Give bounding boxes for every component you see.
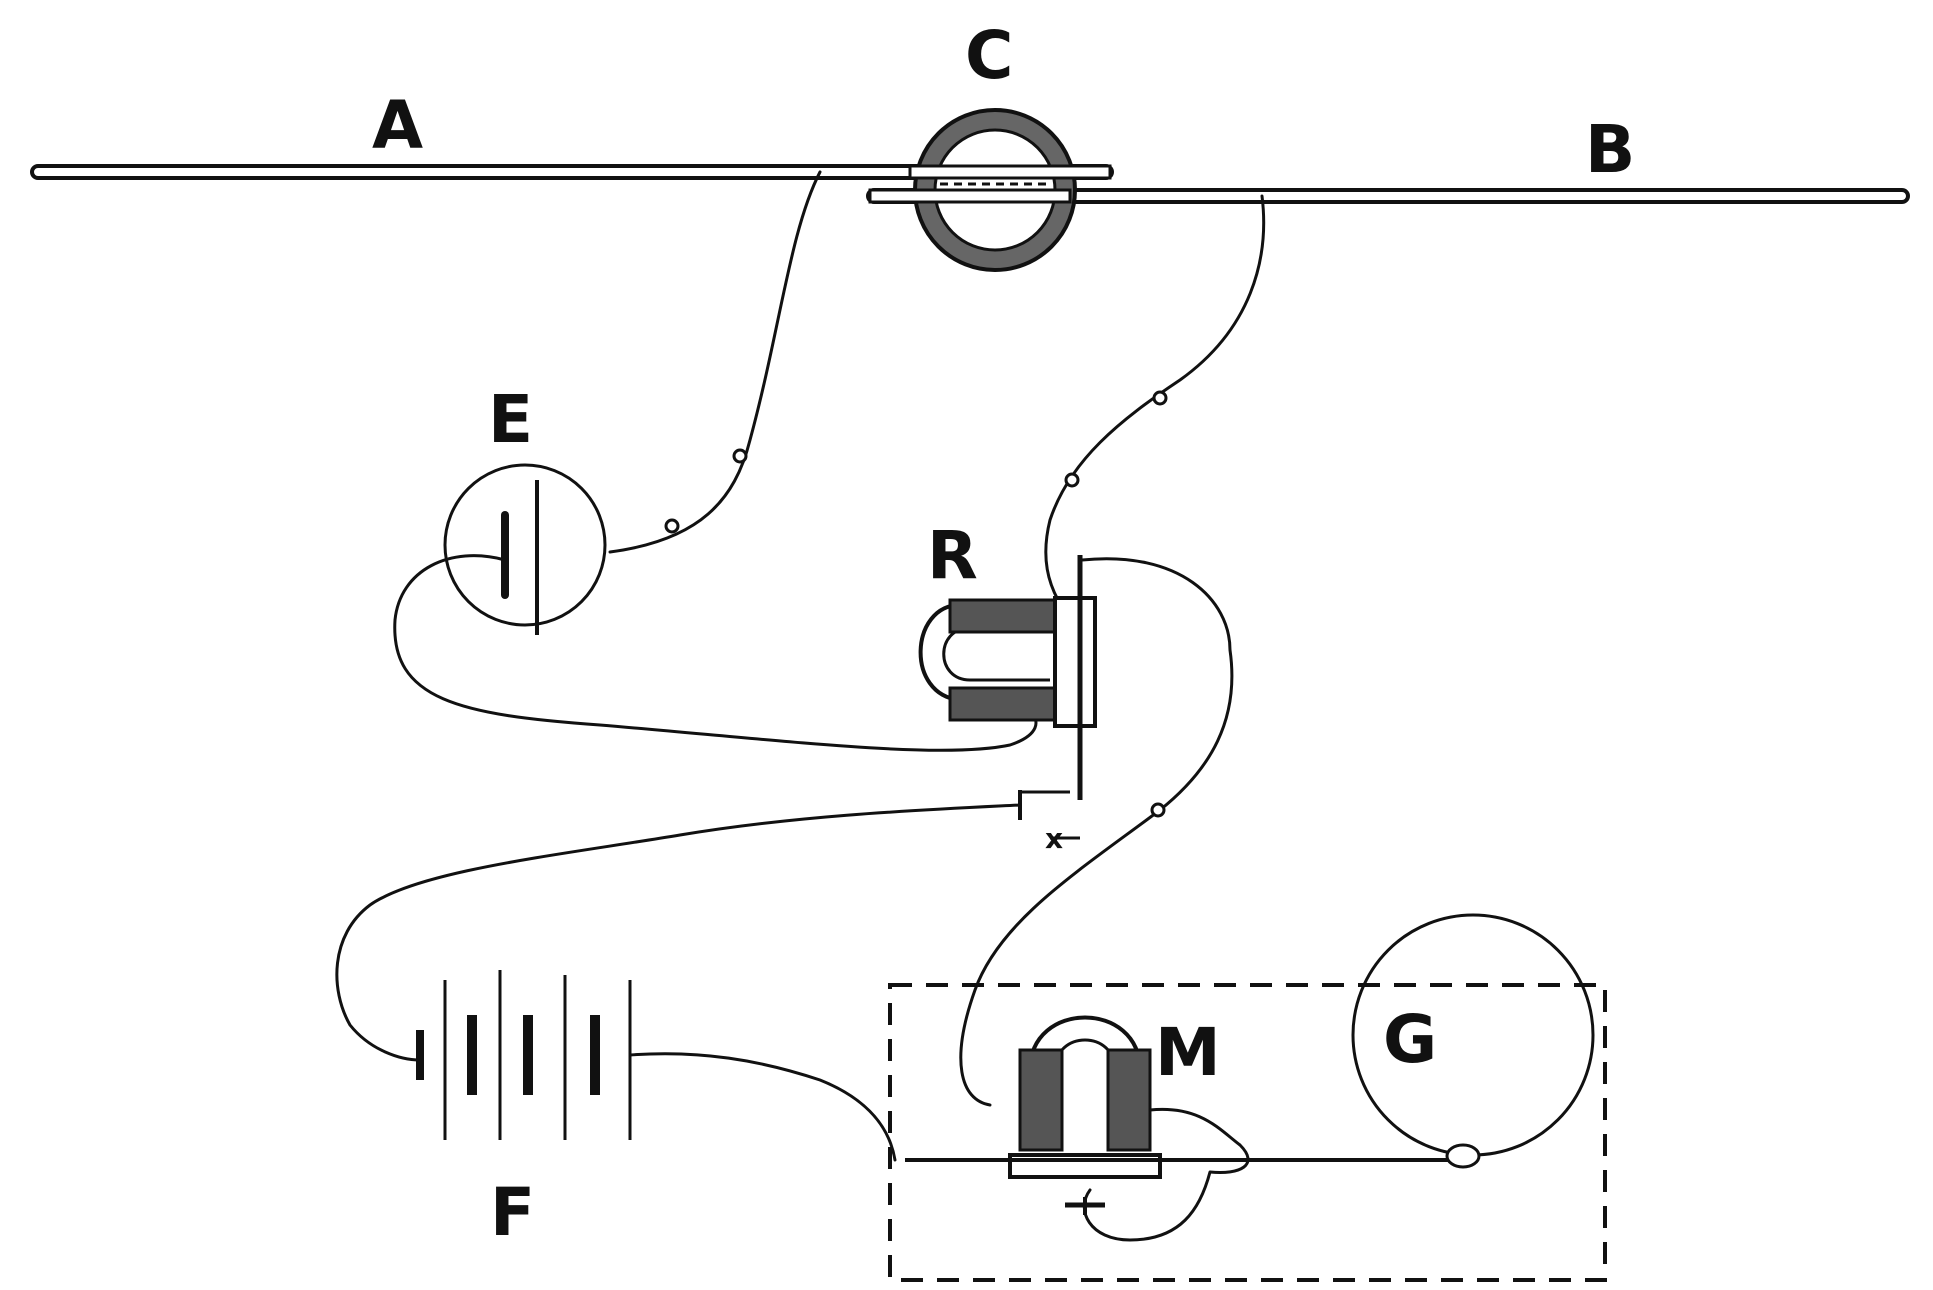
- wire-coil-loop: [1082, 1107, 1250, 1242]
- label-r: R: [927, 517, 978, 594]
- label-x: x: [1045, 822, 1063, 855]
- label-m: M: [1155, 1014, 1221, 1091]
- rail-a: [30, 164, 1114, 180]
- wire-rail-b-to-r: [1044, 194, 1266, 602]
- dashed-enclosure: [888, 983, 1607, 1282]
- label-a: A: [372, 87, 423, 164]
- spring-mark: [1065, 1197, 1105, 1215]
- wire-battery-to-lever: [628, 1052, 897, 1162]
- electromagnet-m: [1008, 1015, 1162, 1179]
- relay-r: [918, 555, 1097, 800]
- label-b: B: [1585, 111, 1635, 188]
- wire-contact-to-battery: [335, 803, 1022, 1062]
- rail-b: [866, 188, 1910, 204]
- label-e: E: [488, 381, 533, 458]
- label-f: F: [490, 1174, 535, 1251]
- wire-rail-a-to-e: [608, 170, 822, 554]
- label-g: G: [1383, 1001, 1437, 1078]
- label-c: C: [965, 17, 1013, 94]
- hammer-ball: [1445, 1143, 1481, 1169]
- joint-c: [868, 108, 1112, 272]
- battery-f: [416, 970, 632, 1140]
- wire-e-to-relay: [393, 554, 1038, 752]
- cell-e: [443, 463, 607, 635]
